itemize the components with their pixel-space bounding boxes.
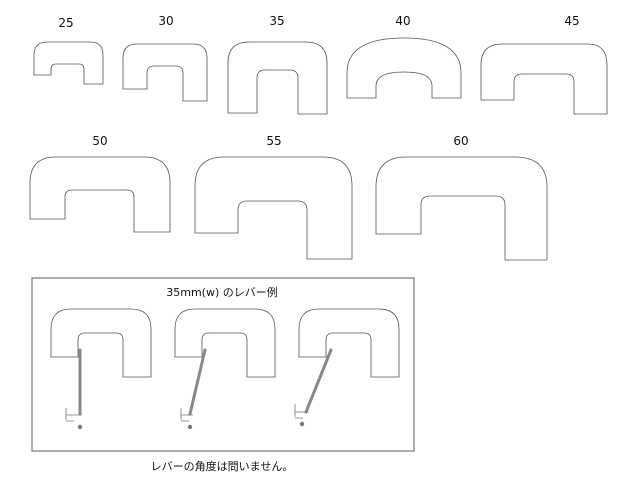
size-label-40: 40 xyxy=(395,14,410,28)
hook-shape-example-3 xyxy=(298,308,400,378)
lever-pivot-2 xyxy=(187,424,193,430)
lever-example-title: 35mm(w) のレバー例 xyxy=(166,285,278,299)
lever-mount-1 xyxy=(65,408,82,422)
hook-shape-50 xyxy=(29,156,171,233)
size-label-60: 60 xyxy=(453,134,468,148)
size-label-25: 25 xyxy=(58,16,73,30)
lever-bar-2 xyxy=(188,348,207,416)
hook-shape-55 xyxy=(194,156,353,260)
hook-shape-60 xyxy=(375,156,548,261)
lever-example-3 xyxy=(294,308,400,427)
lever-bar-3 xyxy=(304,348,333,414)
hook-shape-example-2 xyxy=(174,308,276,378)
lever-mount-2 xyxy=(180,408,193,422)
lever-pivot-1 xyxy=(77,424,83,430)
hook-shape-35 xyxy=(227,41,328,115)
size-label-50: 50 xyxy=(92,134,107,148)
size-label-55: 55 xyxy=(266,134,281,148)
lever-example-2 xyxy=(174,308,276,430)
size-label-35: 35 xyxy=(269,14,284,28)
hook-shape-45 xyxy=(480,43,608,115)
footer-note: レバーの角度は問いません。 xyxy=(151,459,294,473)
size-label-30: 30 xyxy=(158,14,173,28)
lever-example-panel xyxy=(31,277,415,452)
lever-pivot-3 xyxy=(299,421,305,427)
lever-mount-3 xyxy=(294,404,309,419)
hook-shape-example-1 xyxy=(50,308,152,378)
hook-shape-40 xyxy=(346,37,462,99)
size-label-45: 45 xyxy=(564,14,579,28)
hook-shape-25 xyxy=(33,41,104,85)
lever-example-1 xyxy=(50,308,152,430)
hook-shape-30 xyxy=(122,43,208,102)
